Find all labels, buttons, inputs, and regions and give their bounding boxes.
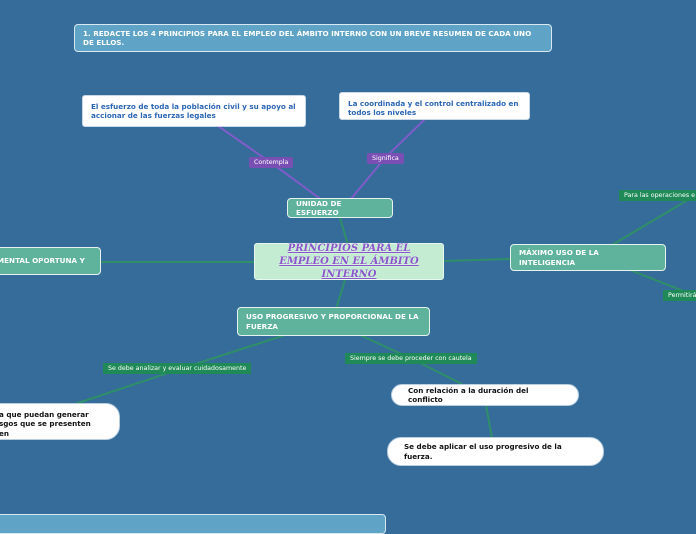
relation-operaciones[interactable]: Para las operaciones e — [619, 190, 696, 201]
relation-analizar[interactable]: Se debe analizar y evaluar cuidadosament… — [103, 363, 252, 374]
instruction-box[interactable]: 1. REDACTE LOS 4 PRINCIPIOS PARA EL EMPL… — [74, 24, 552, 52]
subtopic-unidad-text: UNIDAD DE ESFUERZO — [296, 198, 342, 217]
relation-cautela[interactable]: Siempre se debe proceder con cautela — [345, 353, 477, 364]
detail-coordination-text: La coordinada y el control centralizado … — [348, 99, 519, 118]
relation-permitira[interactable]: Permitirá — [663, 290, 696, 301]
detail-left-line1: a que puedan generar — [0, 410, 89, 419]
central-topic-text: PRINCIPIOS PARA EL EMPLEO EN EL ÁMBITO I… — [279, 243, 419, 280]
relation-significa[interactable]: Significa — [367, 153, 404, 164]
detail-conflict-text: Con relación a la duración del conflicto — [408, 385, 529, 404]
detail-left-line2: sgos que se presenten en — [0, 419, 91, 438]
subtopic-unidad-de-esfuerzo[interactable]: UNIDAD DE ESFUERZO — [287, 198, 393, 218]
subtopic-progresivo-text: USO PROGRESIVO Y PROPORCIONAL DE LA FUER… — [246, 312, 419, 331]
subtopic-uso-progresivo[interactable]: USO PROGRESIVO Y PROPORCIONAL DE LA FUER… — [237, 307, 430, 336]
detail-coordination[interactable]: La coordinada y el control centralizado … — [339, 92, 530, 120]
detail-conflict-duration[interactable]: Con relación a la duración del conflicto — [391, 384, 579, 406]
link-central-unity — [339, 217, 349, 246]
detail-effort-all[interactable]: El esfuerzo de toda la población civil y… — [82, 95, 306, 127]
detail-effort-all-text: El esfuerzo de toda la población civil y… — [91, 102, 296, 121]
subtopic-left-partial[interactable]: MENTAL OPORTUNA Y — [0, 247, 101, 275]
subtopic-inteligencia-text: MÁXIMO USO DE LA INTELIGENCIA — [519, 248, 599, 267]
link-conflict-apply — [485, 404, 493, 439]
link-intelligence-operaciones — [611, 194, 696, 246]
instruction-text: 1. REDACTE LOS 4 PRINCIPIOS PARA EL EMPL… — [83, 29, 532, 48]
relation-contempla[interactable]: Contempla — [249, 157, 294, 168]
link-central-intelligence — [442, 258, 512, 262]
detail-apply-progressive[interactable]: Se debe aplicar el uso progresivo de la … — [387, 437, 604, 466]
subtopic-maximo-uso-inteligencia[interactable]: MÁXIMO USO DE LA INTELIGENCIA — [510, 244, 666, 271]
bottom-box-partial[interactable] — [0, 514, 386, 534]
detail-apply-text: Se debe aplicar el uso progresivo de la … — [404, 442, 562, 461]
subtopic-left-text: MENTAL OPORTUNA Y — [0, 256, 85, 266]
detail-left-partial[interactable]: a que puedan generar sgos que se present… — [0, 403, 120, 440]
link-central-progressive — [335, 279, 346, 310]
central-topic[interactable]: PRINCIPIOS PARA EL EMPLEO EN EL ÁMBITO I… — [254, 243, 444, 280]
